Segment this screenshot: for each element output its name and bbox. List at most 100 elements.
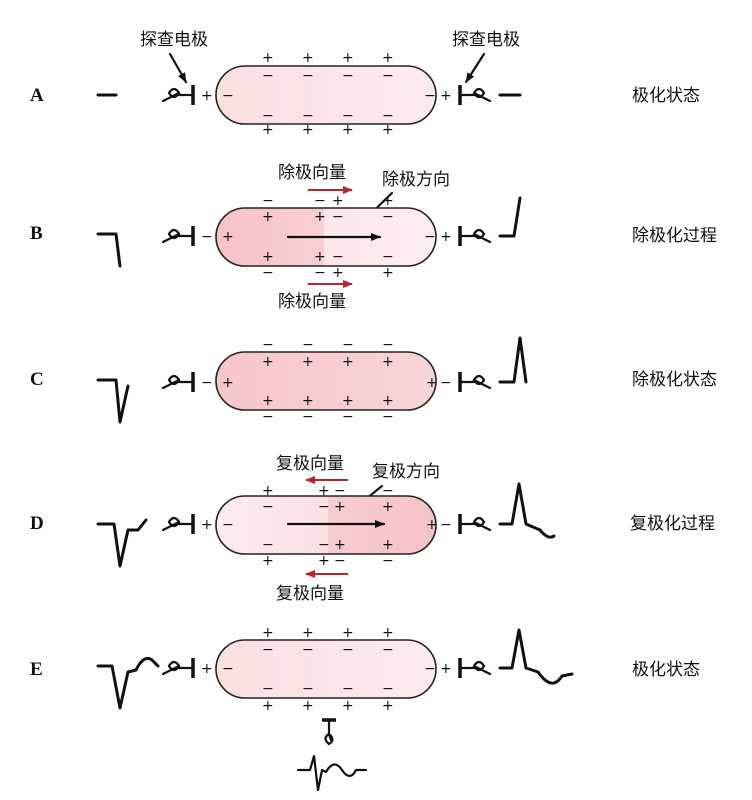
membrane-signs: ++ −− −− ++ −− ++ ++ −−	[262, 483, 394, 569]
row-a: A + − − + 极化状态 ++ ++ −− −− −− −− ++ ++	[30, 50, 700, 138]
svg-text:−: −	[382, 642, 394, 658]
svg-text:−: −	[382, 337, 394, 353]
sign-right-outer: +	[440, 661, 452, 677]
repolarization-vector-label-bottom: 复极向量	[276, 584, 344, 604]
svg-text:+: +	[302, 122, 314, 138]
svg-text:−: −	[262, 642, 274, 658]
svg-text:+: +	[262, 553, 274, 569]
svg-text:+: +	[342, 393, 354, 409]
state-label: 复极化过程	[630, 514, 715, 534]
membrane-signs: −− ++ ++ −− ++ −− −− ++	[262, 193, 394, 281]
svg-text:−: −	[262, 409, 274, 425]
sign-right-inner: +	[426, 375, 438, 391]
sign-left-inner: +	[222, 229, 234, 245]
row-letter: A	[30, 85, 44, 106]
svg-text:−: −	[342, 337, 354, 353]
svg-text:−: −	[302, 108, 314, 124]
svg-text:+: +	[314, 249, 326, 265]
svg-text:+: +	[302, 50, 314, 66]
probe-pointer-arrow-left	[168, 52, 188, 84]
probe-electrode-left	[161, 224, 195, 248]
svg-text:+: +	[262, 393, 274, 409]
svg-text:+: +	[342, 625, 354, 641]
sign-right-outer: −	[440, 517, 452, 533]
svg-text:+: +	[262, 625, 274, 641]
svg-text:−: −	[262, 265, 274, 281]
probe-electrode-left	[161, 656, 195, 680]
svg-text:+: +	[262, 483, 274, 499]
svg-text:−: −	[382, 249, 394, 265]
svg-text:−: −	[382, 409, 394, 425]
myocardial-cell	[215, 65, 437, 125]
row-letter: C	[30, 369, 44, 390]
svg-text:−: −	[302, 642, 314, 658]
svg-text:−: −	[302, 681, 314, 697]
probe-electrode-left	[161, 512, 195, 536]
repolarization-vector-label-top: 复极向量	[276, 454, 344, 474]
sign-right-outer: −	[440, 375, 452, 391]
svg-text:+: +	[262, 122, 274, 138]
ecg-trace-left	[96, 232, 122, 268]
svg-text:−: −	[382, 483, 394, 499]
svg-text:−: −	[342, 642, 354, 658]
probe-electrode-bottom	[322, 718, 336, 746]
row-d: 复极向量 复极方向 D + − + − 复极化过程 ++ −− −− ++ −−…	[30, 454, 715, 604]
svg-text:−: −	[382, 553, 394, 569]
depolarization-vector-label-bottom: 除极向量	[278, 292, 346, 312]
sign-left-inner: −	[222, 517, 234, 533]
myocardial-cell	[215, 351, 437, 411]
svg-text:−: −	[382, 68, 394, 84]
svg-text:−: −	[262, 108, 274, 124]
sign-right-inner: −	[424, 661, 436, 677]
svg-text:+: +	[382, 393, 394, 409]
probe-electrode-left	[161, 83, 195, 107]
svg-text:+: +	[262, 50, 274, 66]
state-label: 除极化状态	[632, 370, 717, 390]
sign-left-outer: +	[201, 517, 213, 533]
ecg-trace-bottom	[296, 754, 368, 792]
row-letter: D	[30, 513, 44, 534]
ecg-trace-left	[96, 378, 130, 424]
sign-right-outer: +	[440, 88, 452, 104]
svg-text:+: +	[314, 209, 326, 225]
state-label: 极化状态	[632, 86, 700, 106]
myocardial-cell	[215, 639, 437, 699]
svg-text:+: +	[382, 698, 394, 714]
svg-text:−: −	[314, 193, 326, 209]
svg-text:+: +	[382, 354, 394, 370]
repolarization-direction-label: 复极方向	[372, 462, 440, 482]
svg-text:−: −	[382, 209, 394, 225]
sign-left-outer: +	[201, 661, 213, 677]
ecg-trace-left	[96, 656, 160, 710]
sign-left-inner: +	[222, 375, 234, 391]
svg-text:+: +	[382, 122, 394, 138]
ecg-trace-left	[96, 518, 148, 568]
svg-text:−: −	[302, 337, 314, 353]
svg-text:−: −	[314, 265, 326, 281]
svg-text:+: +	[262, 249, 274, 265]
svg-text:−: −	[262, 537, 274, 553]
svg-text:−: −	[262, 193, 274, 209]
svg-text:−: −	[262, 499, 274, 515]
probe-electrode-left	[161, 370, 195, 394]
svg-text:+: +	[334, 537, 346, 553]
sign-right-inner: −	[424, 88, 436, 104]
svg-text:+: +	[318, 483, 330, 499]
svg-text:−: −	[342, 409, 354, 425]
row-letter: E	[30, 659, 43, 680]
membrane-signs: −− −− ++ ++ ++ ++ −− −−	[262, 337, 394, 425]
sign-right-outer: +	[440, 229, 452, 245]
svg-text:+: +	[334, 499, 346, 515]
sign-right-inner: −	[424, 229, 436, 245]
svg-text:+: +	[332, 193, 344, 209]
svg-text:−: −	[342, 68, 354, 84]
svg-text:+: +	[302, 698, 314, 714]
svg-text:−: −	[334, 483, 346, 499]
membrane-signs: ++ ++ −− −− −− −− ++ ++	[262, 625, 394, 714]
svg-text:−: −	[342, 108, 354, 124]
state-label: 除极化过程	[632, 226, 717, 246]
probe-electrode-right	[458, 370, 492, 394]
svg-text:+: +	[382, 50, 394, 66]
row-c: C − + + − 除极化状态 −− −− ++ ++ ++ ++ −− −−	[30, 336, 717, 425]
